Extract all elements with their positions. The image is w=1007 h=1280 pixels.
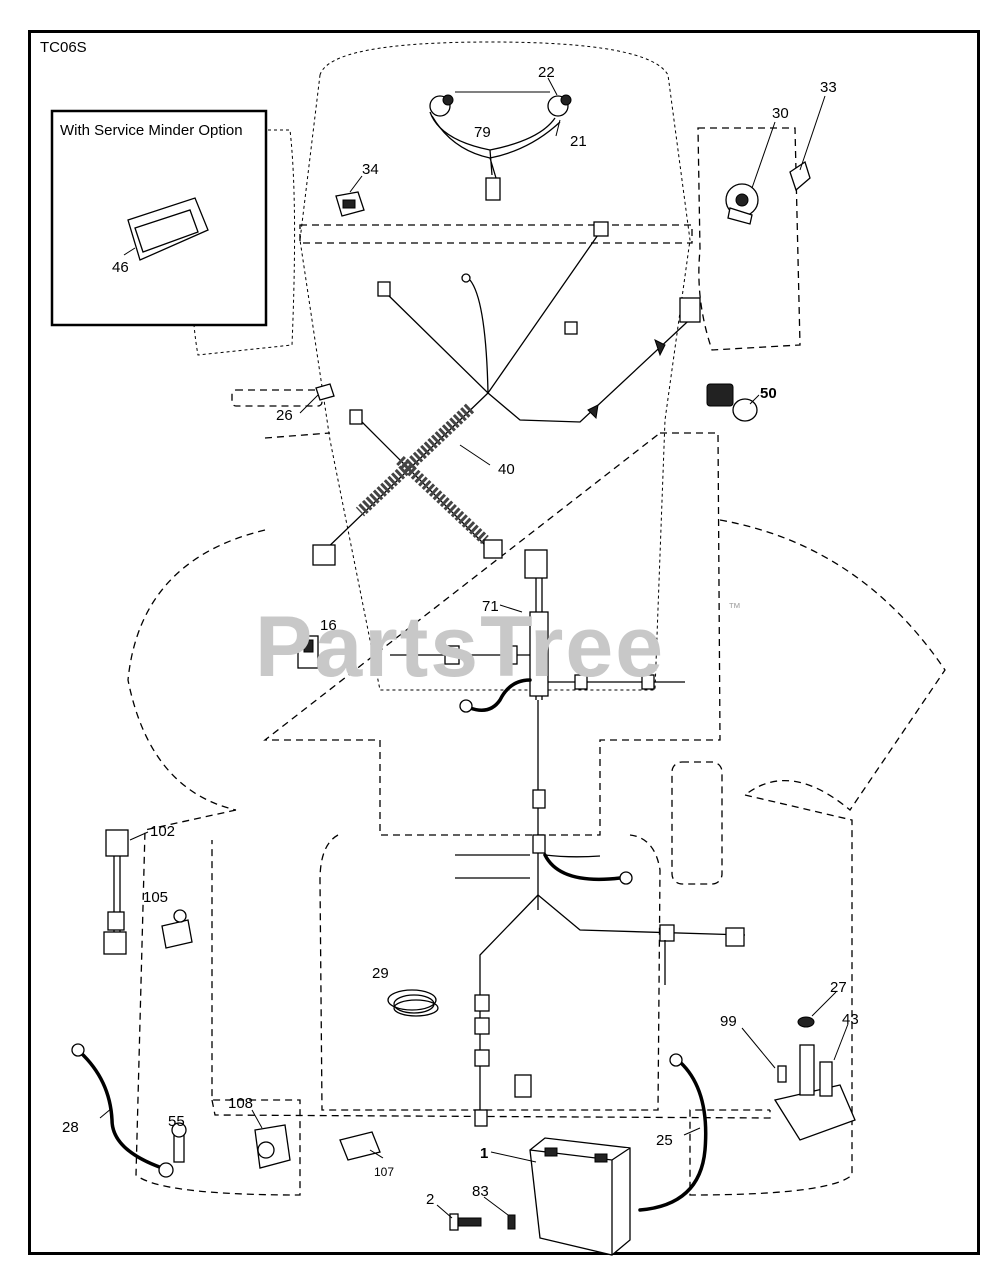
label-71: 71	[482, 598, 499, 615]
label-33: 33	[820, 79, 837, 96]
inset-title: With Service Minder Option	[60, 122, 243, 139]
label-105: 105	[143, 889, 168, 906]
service-minder-inset	[50, 109, 268, 327]
main-harness-71	[390, 549, 746, 1127]
part-107-module	[339, 1131, 381, 1161]
label-108: 108	[228, 1095, 253, 1112]
label-102: 102	[150, 823, 175, 840]
label-34: 34	[362, 161, 379, 178]
main-harness-40	[312, 221, 701, 566]
battery-cables	[71, 1043, 708, 1212]
watermark: PartsTree	[255, 599, 665, 695]
label-107: 107	[374, 1165, 394, 1179]
part-26-connector	[315, 383, 335, 401]
label-43: 43	[842, 1011, 859, 1028]
watermark-trademark: ™	[728, 600, 741, 615]
diagram-code: TC06S	[40, 39, 87, 56]
part-30-ignition-switch	[725, 183, 759, 225]
label-1: 1	[480, 1145, 488, 1162]
leader-lines	[99, 77, 849, 1219]
part-34-switch	[335, 191, 365, 217]
label-28: 28	[62, 1119, 79, 1136]
part-105-solenoid	[161, 909, 193, 949]
label-79: 79	[474, 124, 491, 141]
label-55: 55	[168, 1113, 185, 1130]
label-16: 16	[320, 617, 337, 634]
part-33-bracket	[789, 160, 811, 192]
tractor-outline	[127, 41, 946, 1196]
part-43-seat-switch	[773, 1016, 856, 1141]
part-102-fuse-holder	[103, 829, 129, 955]
label-30: 30	[772, 105, 789, 122]
label-99: 99	[720, 1013, 737, 1030]
part-16-relay	[297, 635, 319, 669]
label-21: 21	[570, 133, 587, 150]
battery	[529, 1137, 631, 1256]
label-83: 83	[472, 1183, 489, 1200]
part-55-bolt	[171, 1122, 187, 1163]
label-22: 22	[538, 64, 555, 81]
label-46: 46	[112, 259, 129, 276]
label-25: 25	[656, 1132, 673, 1149]
part-108-switch	[254, 1124, 291, 1169]
label-50: 50	[760, 385, 777, 402]
diagram-frame	[28, 30, 980, 1255]
battery-hardware	[449, 1213, 516, 1231]
label-2: 2	[426, 1191, 434, 1208]
label-27: 27	[830, 979, 847, 996]
headlight-harness	[429, 91, 572, 201]
label-29: 29	[372, 965, 389, 982]
label-26: 26	[276, 407, 293, 424]
part-29-wire-coil	[387, 989, 439, 1017]
part-50-switch	[706, 383, 758, 422]
label-40: 40	[498, 461, 515, 478]
